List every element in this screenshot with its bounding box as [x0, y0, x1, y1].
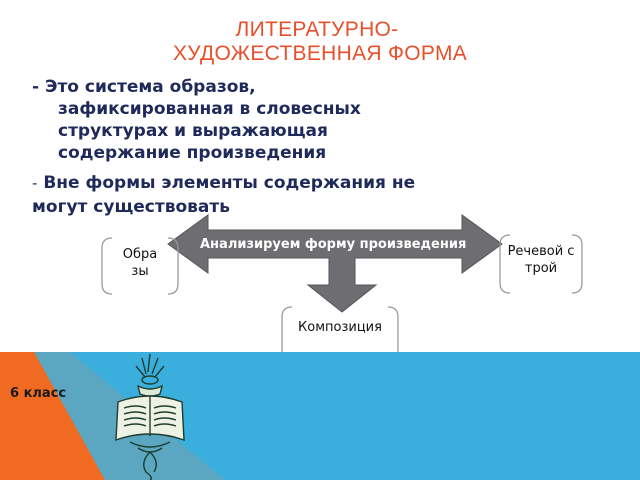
definition-line-3: структурах и выражающая [58, 121, 328, 141]
statement-dash: - [32, 174, 38, 192]
definition-line-2: зафиксированная в словесных [58, 99, 361, 119]
node-composition-label: Композиция [298, 320, 382, 335]
book-emblem-icon [115, 353, 185, 480]
slide-title: ЛИТЕРАТУРНО- ХУДОЖЕСТВЕННАЯ ФОРМА [0, 18, 640, 66]
double-arrow-shape [167, 214, 503, 313]
footer-band [0, 352, 640, 480]
node-images-label: Образы [122, 247, 158, 279]
footer-orange-wedge [0, 352, 105, 480]
node-images: Образы [100, 236, 180, 296]
definition-line-1: - Это система образов, [32, 77, 256, 97]
definition-line-4: содержание произведения [58, 143, 327, 163]
title-line-2: ХУДОЖЕСТВЕННАЯ ФОРМА [172, 42, 468, 65]
node-speech: Речевой строй [498, 233, 584, 295]
title-line-1: ЛИТЕРАТУРНО- [235, 18, 399, 41]
definition-text: - Это система образов, зафиксированная в… [32, 76, 452, 164]
arrow-label: Анализируем форму произведения [200, 237, 467, 252]
node-images-brackets [101, 237, 179, 295]
node-speech-brackets [499, 234, 583, 294]
node-speech-label: Речевой строй [507, 244, 575, 276]
grade-label: 6 класс [10, 386, 67, 401]
statement-line-1: Вне формы элементы содержания не [37, 173, 416, 193]
statement-line-2: могут существовать [32, 197, 230, 217]
statement-text: - Вне формы элементы содержания не могут… [32, 171, 552, 219]
